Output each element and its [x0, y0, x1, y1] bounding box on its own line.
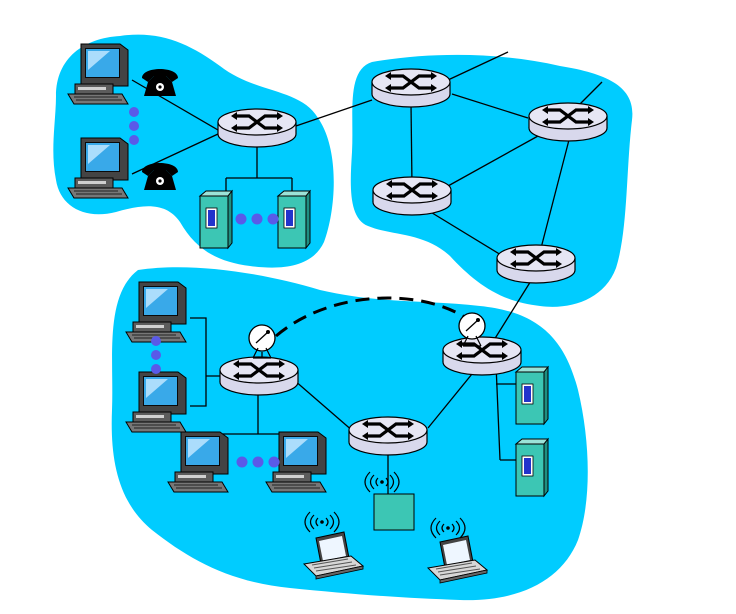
link-core-right-outbound: [579, 81, 603, 105]
link-access-servers: [225, 146, 293, 196]
access-router-icon: [216, 107, 298, 149]
link-core-top-to-middle: [410, 103, 413, 187]
link-core-middle-to-bottom: [423, 207, 507, 259]
link-access-to-core: [292, 99, 373, 128]
enterprise-router-left-icon: [218, 355, 300, 397]
access-pc-ellipsis: [129, 107, 139, 145]
satellite-link-dashed: [275, 296, 467, 338]
wireless-access-point-icon: [364, 471, 415, 531]
enterprise-pc-ellipsis: [151, 336, 161, 374]
core-router-right-icon: [527, 101, 609, 143]
access-server-right-icon: [277, 190, 311, 249]
core-router-middle-icon: [371, 175, 453, 217]
link-core-top-to-right: [451, 93, 529, 119]
enterprise-router-right-icon: [441, 335, 523, 377]
link-core-to-enterprise: [493, 275, 535, 341]
link-core-middle-to-right: [447, 135, 539, 187]
link-core-top-outbound: [447, 51, 509, 81]
link-core-right-to-bottom: [539, 135, 571, 253]
core-router-bottom-icon: [495, 243, 577, 285]
core-router-top-icon: [370, 67, 452, 109]
enterprise-server-bottom-icon: [515, 438, 549, 497]
link-enterprise-pcs: [190, 317, 222, 407]
link-left-to-center: [293, 379, 355, 433]
enterprise-router-center-icon: [347, 415, 429, 457]
link-center-to-right: [427, 373, 473, 429]
access-server-ellipsis: [235, 213, 279, 225]
link-enterprise-bottom-pcs: [204, 388, 311, 446]
enterprise-server-top-icon: [515, 366, 549, 425]
access-server-left-icon: [199, 190, 233, 249]
enterprise-bottom-pc-ellipsis: [236, 456, 280, 468]
access-network-region: [53, 34, 334, 268]
